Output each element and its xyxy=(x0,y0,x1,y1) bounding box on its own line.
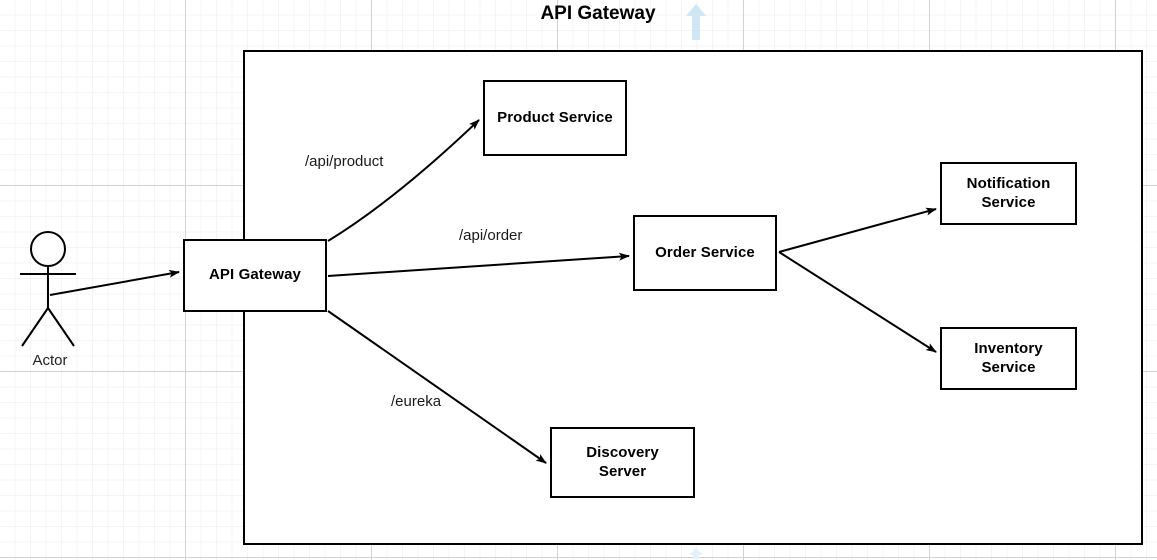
stick-figure-icon xyxy=(20,231,76,347)
node-order-service[interactable]: Order Service xyxy=(633,215,777,291)
node-notification-service[interactable]: Notification Service xyxy=(940,162,1077,225)
page-title: API Gateway xyxy=(540,3,656,24)
node-product-service-label: Product Service xyxy=(497,108,613,126)
node-discovery-server-label: Discovery Server xyxy=(586,444,659,482)
node-api-gateway-label: API Gateway xyxy=(209,266,301,284)
node-notification-service-label: Notification Service xyxy=(967,175,1051,213)
node-discovery-line-2: Server xyxy=(598,462,647,480)
node-notification-line-2: Service xyxy=(981,193,1036,211)
node-inventory-line-1: Inventory xyxy=(974,339,1043,357)
arrow-up-icon-bottom xyxy=(689,548,703,559)
edge-label-api-product: /api/product xyxy=(305,153,384,170)
node-product-service[interactable]: Product Service xyxy=(483,80,627,156)
node-order-service-label: Order Service xyxy=(655,243,755,261)
node-inventory-service-label: Inventory Service xyxy=(974,340,1042,378)
edge-label-api-order: /api/order xyxy=(459,227,523,244)
node-inventory-line-2: Service xyxy=(981,358,1036,376)
node-notification-line-1: Notification xyxy=(966,174,1051,192)
node-inventory-service[interactable]: Inventory Service xyxy=(940,327,1077,390)
node-discovery-line-1: Discovery xyxy=(586,443,659,461)
arrow-up-icon xyxy=(686,4,706,40)
node-discovery-server[interactable]: Discovery Server xyxy=(550,427,695,498)
actor-label: Actor xyxy=(32,352,68,369)
node-api-gateway[interactable]: API Gateway xyxy=(183,239,327,312)
edge-label-eureka: /eureka xyxy=(391,393,442,410)
